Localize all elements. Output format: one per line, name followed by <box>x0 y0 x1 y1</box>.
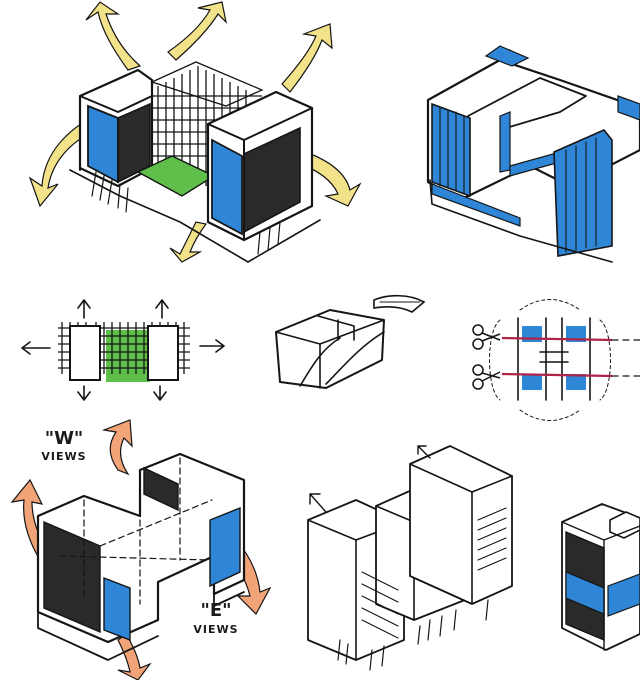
left-fins-blue <box>431 102 471 198</box>
yellow-arrow-s <box>169 221 208 263</box>
arrow-icon <box>417 445 431 459</box>
cut-blue-2 <box>566 326 586 342</box>
right-fins-blue <box>553 129 613 257</box>
cut-blue-4 <box>566 374 586 390</box>
orange-arrow-top <box>101 419 133 476</box>
w-views-letter: "W" <box>45 428 84 449</box>
cut-line-top <box>501 336 613 342</box>
yellow-arrow-w <box>28 117 97 208</box>
yellow-arrow-ne <box>167 1 227 61</box>
cut-blue-3 <box>522 374 542 390</box>
hblock-dark-face-right <box>143 466 179 512</box>
top-cap-blue <box>484 45 530 67</box>
far-corner-blue <box>617 95 640 121</box>
sketch-stepped-massing <box>307 445 513 671</box>
e-views-letter: "E" <box>200 600 231 621</box>
cut-line-bottom <box>501 372 613 378</box>
e-views-sub: VIEWS <box>193 623 238 636</box>
sketch-cantilever-form <box>275 294 426 389</box>
hblock-blue-face-right <box>209 506 241 588</box>
sketch-u-block-blue-fins <box>426 45 640 263</box>
arrow-icon <box>309 493 327 513</box>
scissors-icon <box>472 324 501 350</box>
scissors-icon <box>472 364 501 390</box>
hblock-dark-face-left <box>43 520 101 634</box>
cropped-blue-side <box>607 573 640 617</box>
w-views-sub: VIEWS <box>41 450 86 463</box>
hblock-blue-face-left <box>103 576 131 642</box>
sketch-plan-lattice <box>21 299 225 401</box>
right-block-blue-face <box>211 138 243 236</box>
sketch-twin-blocks-yellow-arrows <box>28 1 362 263</box>
yellow-arrow-e <box>281 23 333 93</box>
roof-detail <box>373 294 426 313</box>
courtyard-wall-blue <box>499 111 511 173</box>
sketch-cut-plan <box>472 299 640 421</box>
bottom-ledge-blue <box>431 183 521 227</box>
sketch-cropped-block <box>561 503 640 651</box>
sketch-h-block-views <box>10 419 272 680</box>
yellow-arrow-nw <box>85 1 142 71</box>
orange-arrow-bottom <box>117 633 152 680</box>
